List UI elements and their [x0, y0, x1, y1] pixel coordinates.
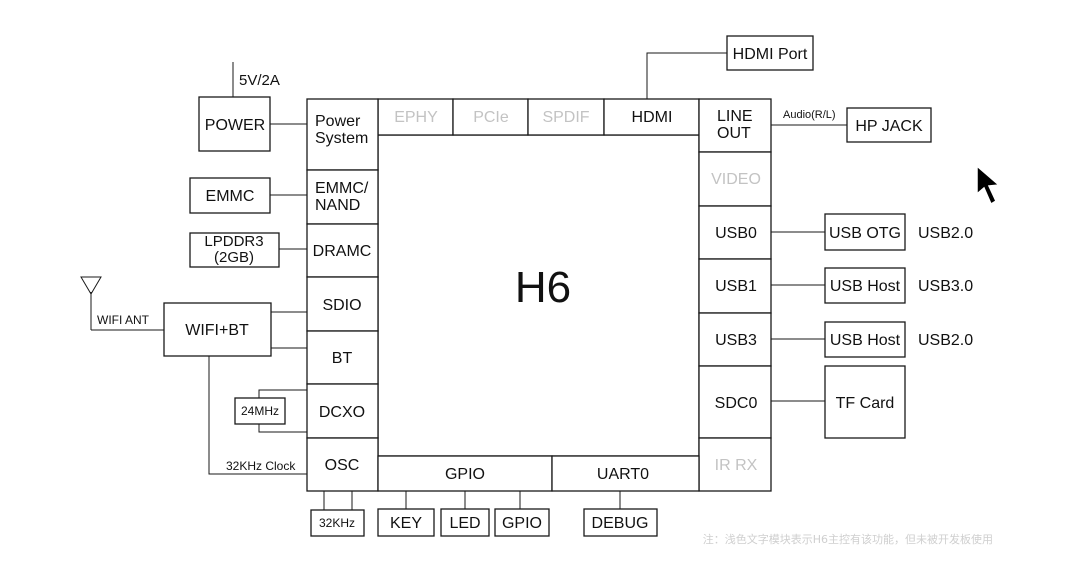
- tf-card-label: TF Card: [836, 395, 895, 412]
- port-spdif-label: SPDIF: [542, 109, 589, 126]
- crystal-24-box: [234, 397, 286, 425]
- usb-host2-speed: USB2.0: [918, 332, 973, 349]
- port-ephy-label: EPHY: [394, 109, 438, 126]
- port-usb3-label: USB3: [715, 332, 757, 349]
- labels: H6 EPHY PCIe SPDIF HDMI Power System EMM…: [97, 46, 993, 546]
- port-ephy: [377, 98, 454, 136]
- port-sdc0: [698, 365, 772, 439]
- wifi-bt-box: [163, 302, 272, 357]
- port-usb0-label: USB0: [715, 225, 757, 242]
- port-ir-rx: [698, 437, 772, 492]
- audio-label: Audio(R/L): [783, 109, 836, 121]
- port-usb0: [698, 205, 772, 260]
- mouse-cursor-icon: [976, 164, 1001, 206]
- chip-ports: [306, 98, 772, 492]
- port-line-out-label-1: LINE: [717, 108, 753, 125]
- port-sdio: [306, 276, 379, 332]
- debug-label: DEBUG: [592, 515, 649, 532]
- port-uart0: [551, 455, 700, 492]
- lpddr3-label-1: LPDDR3: [204, 233, 263, 250]
- lpddr3-label-2: (2GB): [214, 249, 254, 266]
- usb-otg-speed: USB2.0: [918, 225, 973, 242]
- port-bt: [306, 330, 379, 385]
- port-dcxo-label: DCXO: [319, 404, 365, 421]
- crystal-24-label: 24MHz: [241, 404, 279, 418]
- chip-name: H6: [515, 263, 571, 312]
- debug-box: [583, 508, 658, 537]
- led-label: LED: [449, 515, 480, 532]
- emmc-box: [189, 177, 271, 214]
- connection-lines: [90, 52, 847, 510]
- usb-host1-label: USB Host: [830, 278, 901, 295]
- usb-host2-box: [824, 321, 906, 358]
- external-components: [163, 35, 932, 537]
- hdmi-port-box: [726, 35, 814, 71]
- port-gpio: [377, 455, 553, 492]
- crystal-32k-label: 32KHz: [319, 516, 355, 530]
- port-dcxo: [306, 383, 379, 439]
- port-power-system-label-1: Power: [315, 113, 361, 130]
- emmc-label: EMMC: [206, 188, 255, 205]
- port-emmc-nand-label-2: NAND: [315, 197, 360, 214]
- wifi-bt-label: WIFI+BT: [185, 322, 249, 339]
- clock-32k-line: [208, 356, 307, 475]
- key-label: KEY: [390, 515, 422, 532]
- crystal-24-line-bottom: [258, 424, 307, 433]
- usb-host1-speed: USB3.0: [918, 278, 973, 295]
- port-bt-label: BT: [332, 350, 353, 367]
- clock-32k-label: 32KHz Clock: [226, 459, 296, 473]
- usb-otg-label: USB OTG: [829, 225, 901, 242]
- port-video-label: VIDEO: [711, 171, 761, 188]
- port-usb3: [698, 312, 772, 367]
- port-ir-rx-label: IR RX: [715, 457, 758, 474]
- gpio-header-box: [494, 508, 550, 537]
- port-osc-label: OSC: [325, 457, 360, 474]
- port-power-system: [306, 98, 379, 171]
- usb-otg-box: [824, 213, 906, 251]
- chip-core: [377, 134, 700, 457]
- power-input-label: 5V/2A: [239, 72, 280, 89]
- port-sdio-label: SDIO: [322, 297, 361, 314]
- key-box: [377, 508, 435, 537]
- antenna-icon: [80, 276, 102, 295]
- port-pcie-label: PCIe: [473, 109, 509, 126]
- tf-card-box: [824, 365, 906, 439]
- port-usb1-label: USB1: [715, 278, 757, 295]
- port-line-out-label-2: OUT: [717, 125, 751, 142]
- crystal-24-line-top: [258, 389, 307, 398]
- port-dramc: [306, 223, 379, 278]
- port-dramc-label: DRAMC: [313, 243, 372, 260]
- port-power-system-label-2: System: [315, 130, 368, 147]
- port-uart0-label: UART0: [597, 466, 649, 483]
- port-video: [698, 151, 772, 207]
- lpddr3-box: [189, 232, 280, 268]
- power-label: POWER: [205, 117, 265, 134]
- port-hdmi-label: HDMI: [632, 109, 673, 126]
- gpio-header-label: GPIO: [502, 515, 542, 532]
- crystal-32k-box: [310, 509, 365, 537]
- port-sdc0-label: SDC0: [715, 395, 758, 412]
- port-hdmi: [603, 98, 700, 136]
- hdmi-line: [646, 52, 727, 99]
- usb-host2-label: USB Host: [830, 332, 901, 349]
- hp-jack-label: HP JACK: [855, 118, 923, 135]
- usb-host1-box: [824, 267, 906, 304]
- footnote: 注：浅色文字模块表示H6主控有该功能，但未被开发板使用: [703, 532, 993, 546]
- led-box: [440, 508, 490, 537]
- hp-jack-box: [846, 107, 932, 143]
- port-emmc-nand-label-1: EMMC/: [315, 180, 369, 197]
- hdmi-port-label: HDMI Port: [733, 46, 808, 63]
- port-gpio-label: GPIO: [445, 466, 485, 483]
- wifi-ant-label: WIFI ANT: [97, 313, 150, 327]
- power-box: [198, 96, 271, 152]
